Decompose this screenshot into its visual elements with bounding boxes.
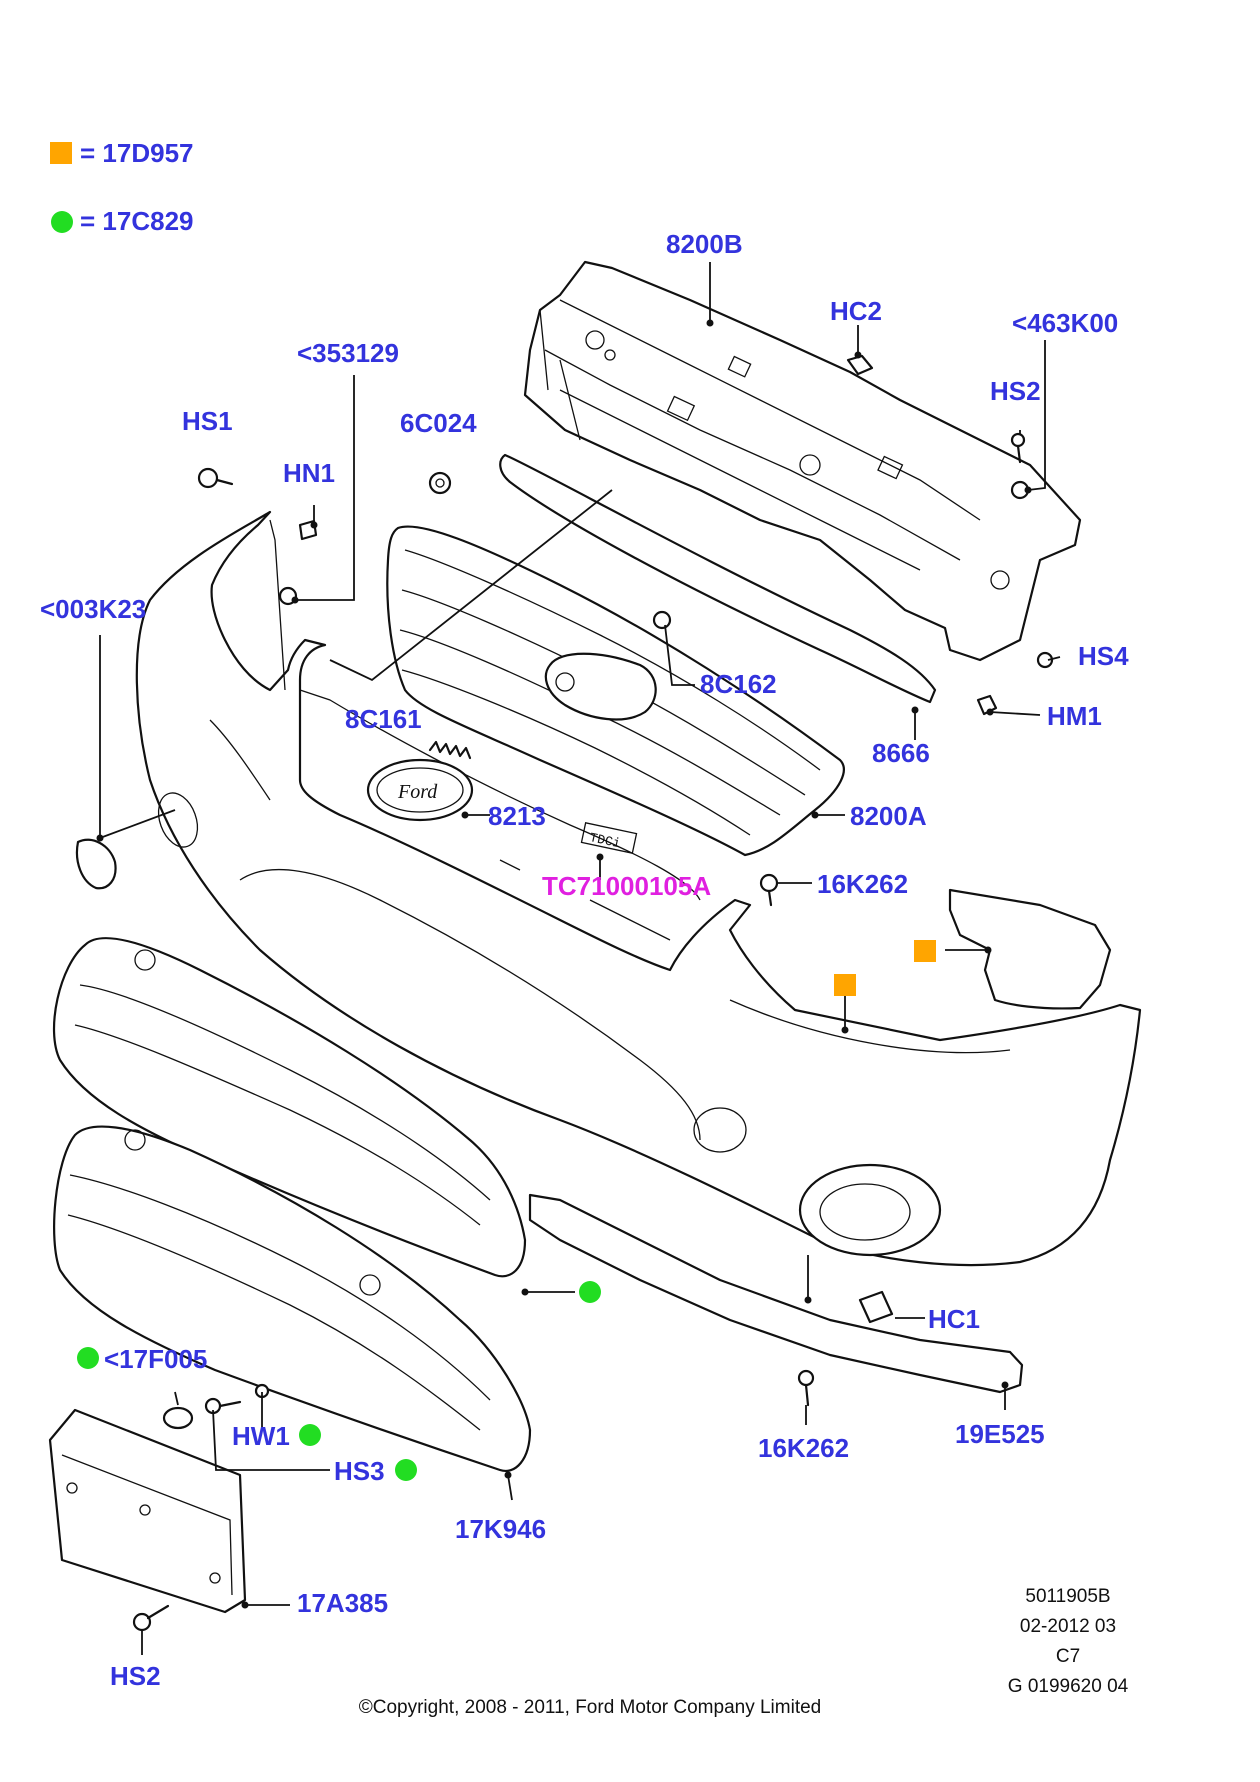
label-17K946: 17K946 (455, 1514, 546, 1544)
legend-orange-square (50, 142, 72, 164)
drawing-ref: 5011905B (1025, 1586, 1110, 1607)
label-HM1: HM1 (1047, 701, 1102, 731)
upper-reinforcement (523, 260, 1082, 662)
legend-green-label: = 17C829 (80, 206, 193, 236)
label-8213: 8213 (488, 801, 546, 831)
fasteners (132, 354, 1054, 1632)
drawing-info: 5011905B 02-2012 03 C7 G 0199620 04 (1008, 1586, 1129, 1697)
label-19E525: 19E525 (955, 1419, 1045, 1449)
callout-labels: 8200B HC2 <463K00 HS2 <353129 6C024 HS1 … (40, 229, 1129, 1691)
label-HS3: HS3 (334, 1456, 385, 1486)
copyright: ©Copyright, 2008 - 2011, Ford Motor Comp… (359, 1697, 821, 1718)
ford-emblem: Ford (366, 758, 474, 822)
license-plate-bracket (48, 1408, 247, 1614)
side-bracket (948, 888, 1112, 1010)
legend-orange-label: = 17D957 (80, 138, 193, 168)
bumper-cover (135, 510, 1142, 1267)
marker-orange-bracket (914, 940, 936, 962)
label-HS2-top: HS2 (990, 376, 1041, 406)
drawing-date: 02-2012 03 (1020, 1616, 1116, 1637)
marker-green-grille (579, 1281, 601, 1303)
label-8666: 8666 (872, 738, 930, 768)
tdci-badge: TDCi (580, 822, 638, 854)
label-003K23: <003K23 (40, 594, 146, 624)
radiator-grille (386, 525, 845, 857)
drawing-g-number: G 0199620 04 (1008, 1676, 1129, 1697)
label-17A385: 17A385 (297, 1588, 388, 1618)
label-HS4: HS4 (1078, 641, 1129, 671)
callout-markers (77, 940, 936, 1481)
leader-lines (96, 262, 1061, 1655)
label-HN1: HN1 (283, 458, 335, 488)
badge-text: TDCi (588, 830, 622, 851)
marker-green-hs3 (395, 1459, 417, 1481)
label-353129: <353129 (297, 338, 399, 368)
label-8C162: 8C162 (700, 669, 777, 699)
label-16K262-top: 16K262 (817, 869, 908, 899)
drawing-code: C7 (1056, 1646, 1080, 1667)
tow-eye-cover (75, 838, 117, 890)
label-16K262-bottom: 16K262 (758, 1433, 849, 1463)
label-HC2: HC2 (830, 296, 882, 326)
marker-green-17F005 (77, 1347, 99, 1369)
label-8C161: 8C161 (345, 704, 422, 734)
label-TC71000105A: TC71000105A (542, 871, 711, 901)
label-HS2-bottom: HS2 (110, 1661, 161, 1691)
trim-strip (499, 453, 937, 704)
label-6C024: 6C024 (400, 408, 477, 438)
legend-green-circle (51, 211, 73, 233)
lower-bracket (528, 1193, 1024, 1394)
label-HC1: HC1 (928, 1304, 980, 1334)
label-HW1: HW1 (232, 1421, 290, 1451)
marker-green-hw1 (299, 1424, 321, 1446)
lower-grille (52, 937, 532, 1473)
legend: = 17D957 = 17C829 (50, 138, 193, 236)
label-17F005: <17F005 (104, 1344, 207, 1374)
marker-orange-bumper (834, 974, 856, 996)
emblem-text: Ford (397, 781, 438, 803)
label-463K00: <463K00 (1012, 308, 1118, 338)
spring (428, 740, 472, 760)
label-HS1: HS1 (182, 406, 233, 436)
label-8200B: 8200B (666, 229, 743, 259)
label-8200A: 8200A (850, 801, 927, 831)
